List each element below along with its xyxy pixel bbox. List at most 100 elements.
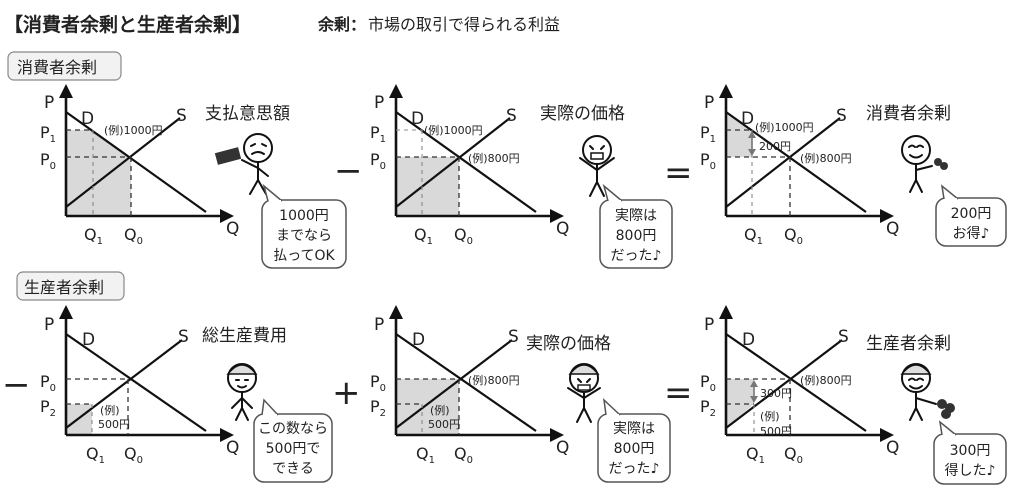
svg-text:500円: 500円 bbox=[98, 418, 130, 431]
x-axis-arrow bbox=[220, 209, 234, 223]
axis-p: P bbox=[44, 93, 54, 113]
svg-text:Q0: Q0 bbox=[454, 444, 473, 466]
svg-text:P1: P1 bbox=[700, 123, 716, 145]
price-bubble: 実際は 800円 だった♪ bbox=[599, 183, 673, 269]
wtp-bubble: 1000円 までなら 払ってOK bbox=[261, 183, 347, 269]
svg-text:Q0: Q0 bbox=[124, 444, 143, 466]
consumer-section-label: 消費者余剰 bbox=[17, 58, 97, 77]
svg-text:P: P bbox=[704, 315, 714, 335]
svg-text:Q1: Q1 bbox=[86, 444, 105, 466]
page-title: 【消費者余剰と生産者余剰】 bbox=[4, 13, 251, 36]
consumer-figure-happy bbox=[901, 135, 948, 193]
supply-curve bbox=[65, 117, 181, 208]
helmet-icon bbox=[900, 364, 932, 375]
producer-figure-worker bbox=[226, 363, 258, 421]
svg-text:(例)1000円: (例)1000円 bbox=[424, 123, 483, 137]
svg-text:S: S bbox=[178, 327, 189, 347]
svg-text:P0: P0 bbox=[40, 150, 56, 172]
svg-text:Q0: Q0 bbox=[454, 225, 473, 247]
svg-text:P1: P1 bbox=[370, 123, 386, 145]
svg-text:1000円: 1000円 bbox=[279, 208, 329, 224]
operator-equals: = bbox=[664, 153, 693, 193]
producer-surplus-bubble: 300円 得した♪ bbox=[933, 420, 1007, 485]
producer-price-bubble: 実際は 800円 だった♪ bbox=[597, 398, 671, 483]
wtp-shaded-area bbox=[66, 130, 131, 216]
svg-text:D: D bbox=[412, 330, 425, 350]
producer-panel-price: P D S (例)800円 (例) 500円 P0 P2 Q Q1 Q0 実際の… bbox=[370, 305, 611, 466]
svg-text:Q: Q bbox=[556, 219, 569, 239]
svg-text:P: P bbox=[374, 93, 384, 113]
svg-text:P1: P1 bbox=[40, 123, 56, 145]
svg-text:P0: P0 bbox=[700, 372, 716, 394]
svg-text:(例)800円: (例)800円 bbox=[468, 373, 520, 387]
panel-title: 消費者余剰 bbox=[866, 104, 951, 124]
producer-section-label: 生産者余剰 bbox=[24, 278, 104, 297]
producer-section-tag bbox=[16, 271, 125, 301]
svg-text:D: D bbox=[742, 330, 755, 350]
svg-text:D: D bbox=[82, 330, 95, 350]
svg-text:D: D bbox=[741, 109, 754, 129]
svg-text:実際は: 実際は bbox=[615, 208, 657, 224]
wallet-icon bbox=[214, 147, 242, 165]
wtp-price-note: (例)1000円 bbox=[104, 123, 163, 137]
svg-text:までなら: までなら bbox=[276, 228, 332, 244]
producer-panel-surplus: P D S (例)800円 300円 (例) 500円 P0 P2 Q Q1 Q… bbox=[700, 305, 951, 466]
cost-bubble: この数なら 500円で できる bbox=[253, 398, 333, 483]
svg-text:800円: 800円 bbox=[614, 441, 655, 457]
svg-text:P2: P2 bbox=[40, 397, 56, 419]
svg-text:Q1: Q1 bbox=[84, 225, 103, 247]
svg-text:この数なら: この数なら bbox=[258, 421, 328, 437]
svg-text:(例): (例) bbox=[430, 403, 450, 417]
operator-minus: − bbox=[334, 151, 363, 191]
coins-icon bbox=[934, 158, 948, 170]
consumer-surplus-area bbox=[726, 112, 752, 157]
panel-title: 総生産費用 bbox=[202, 326, 287, 346]
producer-figure-surprised bbox=[567, 363, 601, 423]
svg-text:実際は: 実際は bbox=[613, 421, 655, 437]
surplus-bubble: 200円 お得♪ bbox=[935, 184, 1007, 247]
svg-text:Q: Q bbox=[556, 438, 569, 458]
svg-text:Q0: Q0 bbox=[784, 225, 803, 247]
svg-text:300円: 300円 bbox=[760, 387, 792, 400]
svg-text:Q1: Q1 bbox=[746, 444, 765, 466]
consumer-panel-price: P D S (例)1000円 (例)800円 P1 P0 Q Q1 Q0 実際の… bbox=[370, 84, 625, 247]
producer-figure-happy bbox=[900, 363, 955, 421]
svg-text:お得♪: お得♪ bbox=[953, 225, 990, 242]
svg-text:P: P bbox=[44, 315, 54, 335]
svg-text:P0: P0 bbox=[370, 372, 386, 394]
svg-text:500円で: 500円で bbox=[266, 441, 321, 457]
svg-text:500円: 500円 bbox=[760, 425, 792, 438]
label-d: D bbox=[81, 109, 94, 129]
svg-text:できる: できる bbox=[272, 461, 314, 477]
svg-text:P0: P0 bbox=[370, 150, 386, 172]
demand-curve bbox=[65, 111, 207, 213]
svg-text:P2: P2 bbox=[700, 397, 716, 419]
consumer-figure-surprised bbox=[579, 135, 615, 197]
svg-text:P0: P0 bbox=[40, 372, 56, 394]
svg-text:200円: 200円 bbox=[759, 140, 791, 153]
expenditure-shaded-area bbox=[396, 157, 459, 216]
svg-text:Q: Q bbox=[886, 438, 899, 458]
panel-title: 生産者余剰 bbox=[866, 334, 951, 354]
svg-text:P0: P0 bbox=[700, 150, 716, 172]
svg-text:だった♪: だった♪ bbox=[609, 461, 660, 477]
consumer-section-tag bbox=[7, 51, 122, 81]
consumer-panel-surplus: P D S (例)1000円 200円 (例)800円 P1 P0 Q Q1 Q… bbox=[700, 84, 951, 247]
svg-text:P: P bbox=[374, 315, 384, 335]
panel-title: 実際の価格 bbox=[540, 104, 625, 124]
producer-panel-cost: P D S (例) 500円 P0 P2 Q Q1 Q0 総生産費用 bbox=[40, 305, 287, 466]
svg-text:払ってOK: 払ってOK bbox=[273, 248, 335, 264]
y-axis-arrow bbox=[59, 84, 73, 98]
helmet-icon bbox=[226, 364, 258, 375]
svg-text:300円: 300円 bbox=[950, 443, 991, 459]
operator-equals: = bbox=[664, 373, 693, 413]
svg-text:(例): (例) bbox=[100, 403, 120, 417]
svg-text:Q1: Q1 bbox=[414, 225, 433, 247]
svg-text:P2: P2 bbox=[370, 397, 386, 419]
svg-text:D: D bbox=[411, 109, 424, 129]
consumer-panel-wtp: P D S (例)1000円 P1 P0 Q Q1 Q0 支払意思額 bbox=[40, 84, 290, 247]
svg-text:500円: 500円 bbox=[428, 418, 460, 431]
axis-q: Q bbox=[226, 219, 239, 239]
svg-text:200円: 200円 bbox=[951, 206, 992, 222]
svg-text:(例)1000円: (例)1000円 bbox=[755, 120, 814, 134]
